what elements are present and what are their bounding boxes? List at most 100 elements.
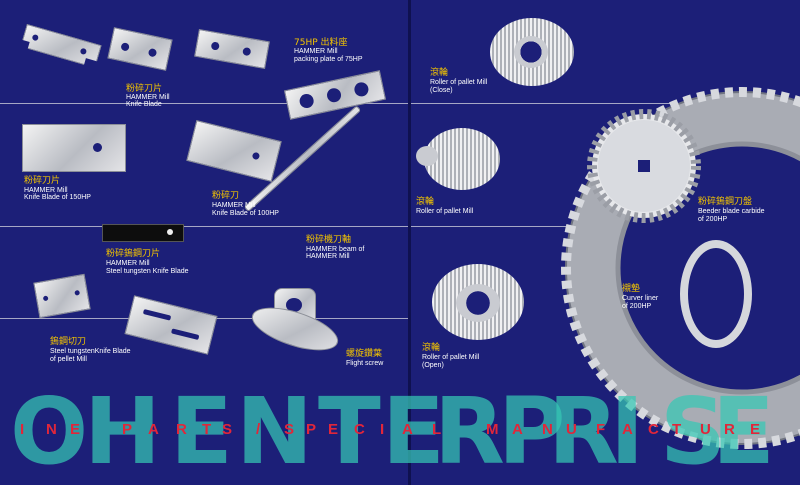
tagline-letter: E [328,421,339,438]
label-en: of pellet Mill [50,356,87,363]
label-zh: 滾輪 [430,68,449,78]
page-fold [408,0,411,485]
tagline-letter: I [20,421,25,438]
label-en: Roller of pallet Mill [416,208,474,215]
label-zh: 粉碎刀 [212,191,240,201]
label-zh: 襯墊 [622,284,641,294]
brand-letter: E [170,378,233,485]
label-zh: 粉碎刀片 [126,84,163,94]
label-en: Steel tungsten Knife Blade [106,268,189,275]
label-zh: 粉碎刀片 [24,176,61,186]
brand-letter: E [712,378,775,485]
brand-letter: N [236,378,313,485]
brand-letter: R [434,378,505,485]
label-en: Knife Blade [126,101,162,108]
knife-blade-100hp-image [186,119,282,183]
label-en: Beeder blade carbide [698,208,765,215]
label-en: Curver liner [622,295,659,302]
tagline-letter: S [222,421,233,438]
label-en: HAMMER Mill [106,260,150,267]
curver-liner-image [680,240,752,348]
label-en: (Open) [422,362,444,369]
knife-blade-150hp-image [22,124,126,172]
tagline-letter: R [724,421,735,438]
packing-plate-image [283,70,387,120]
label-zh: 螺旋鑽葉 [346,349,383,359]
tagline-letter: T [672,421,682,438]
brand-letter: R [548,378,619,485]
label-zh: 75HP 出料座 [294,38,348,48]
divider-line [0,226,410,227]
label-en: HAMMER Mill [212,202,256,209]
knife-blade-image-2 [194,28,270,70]
knife-blade-small-image [20,24,102,69]
tagline-letter: N [46,421,57,438]
tagline-letter: U [700,421,711,438]
label-en: HAMMER Mill [294,48,338,55]
pellet-cutter-square-image [33,273,91,319]
knife-blade-image [107,27,173,71]
label-zh: 粉碎機刀軸 [306,235,352,245]
tagline-letter: L [432,421,442,438]
label-en: Roller of pallet Mill [422,354,480,361]
label-zh: 粉碎鎢鋼刀片 [106,249,161,259]
label-en: of 200HP [622,303,652,310]
roller-image [416,128,500,190]
label-en: Knife Blade of 100HP [212,210,279,217]
tagline-letter: P [122,421,133,438]
tagline-letter: C [354,421,365,438]
roller-close-image [490,18,574,86]
tagline-letter: E [70,421,81,438]
label-en: Flight screw [346,360,384,367]
divider-line [0,103,410,104]
right-page: 滾輪 Roller of pallet Mill (Close) 滾輪 Roll… [410,0,800,485]
brand-letter: H [84,378,161,485]
brand-letter: I [610,378,645,485]
label-en: HAMMER Mill [126,94,170,101]
label-en: HAMMER Mill [24,187,68,194]
tagline-letter: U [566,421,577,438]
divider-line [410,103,800,104]
label-en: HAMMER beam of [306,246,365,253]
tagline-letter: S [284,421,295,438]
tagline-letter: N [542,421,553,438]
tagline-letter: M [486,421,499,438]
flight-screw-image [246,288,344,360]
brand-letter: O [10,378,89,485]
tagline-letter: A [148,421,159,438]
brand-letter: E [382,378,445,485]
tagline-letter: A [512,421,523,438]
label-en: Steel tungstenKnife Blade [50,348,131,355]
brand-letter: P [498,378,566,485]
brand-letter: T [318,378,381,485]
bottom-strip [0,485,800,500]
tagline-letter: T [202,421,212,438]
tagline-letter: E [750,421,761,438]
roller-open-image [432,264,524,340]
label-en: (Close) [430,87,453,94]
tagline-letter: I [380,421,385,438]
pellet-cutter-slotted-image [124,295,218,355]
label-en: packing plate of 75HP [294,56,363,63]
label-zh: 鎢鋼切刀 [50,337,87,347]
tagline-letter: P [306,421,317,438]
left-page: 粉碎刀片 HAMMER Mill Knife Blade 75HP 出料座 HA… [0,0,410,485]
tagline-letter: A [402,421,413,438]
carbide-blade-image [587,109,701,223]
label-zh: 滾輪 [416,197,435,207]
label-en: of 200HP [698,216,728,223]
tagline-letter: R [176,421,187,438]
brand-letter: S [660,378,727,485]
label-en: HAMMER Mill [306,253,350,260]
tagline-letter: / [256,421,261,438]
tagline-letter: A [622,421,633,438]
tungsten-blade-image [102,224,184,242]
label-zh: 滾輪 [422,343,441,353]
tagline-letter: C [648,421,659,438]
label-en: Knife Blade of 150HP [24,194,91,201]
tagline-letter: F [596,421,606,438]
label-en: Roller of pallet Mill [430,79,488,86]
